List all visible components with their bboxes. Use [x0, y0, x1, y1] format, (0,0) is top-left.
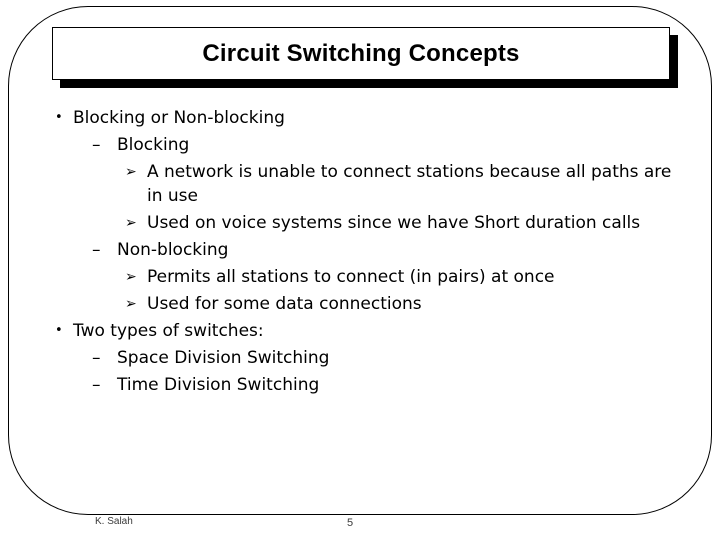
- bullet-marker-icon: –: [92, 135, 101, 155]
- bullet-text: Time Division Switching: [117, 375, 320, 395]
- bullet-marker-icon: •: [55, 110, 63, 125]
- bullet-marker-icon: –: [92, 348, 101, 368]
- bullet-item: – Time Division Switching: [92, 373, 720, 397]
- bullet-marker-icon: ➢: [125, 215, 137, 231]
- slide-title: Circuit Switching Concepts: [202, 39, 520, 67]
- bullet-list: • Blocking or Non-blocking – Blocking ➢ …: [0, 106, 720, 400]
- bullet-text: Space Division Switching: [117, 348, 330, 368]
- bullet-text: Permits all stations to connect (in pair…: [147, 267, 555, 287]
- bullet-item: ➢ Used on voice systems since we have Sh…: [125, 211, 720, 235]
- bullet-text: Used for some data connections: [147, 294, 422, 314]
- bullet-text: Non-blocking: [117, 240, 229, 260]
- bullet-text: Blocking or Non-blocking: [73, 108, 285, 128]
- slide-border: [8, 6, 712, 515]
- bullet-marker-icon: ➢: [125, 164, 137, 180]
- bullet-item: • Two types of switches:: [55, 319, 720, 343]
- bullet-marker-icon: ➢: [125, 296, 137, 312]
- footer-author: K. Salah: [95, 516, 133, 527]
- footer-page-number: 5: [346, 517, 354, 529]
- bullet-item: • Blocking or Non-blocking: [55, 106, 720, 130]
- title-box: Circuit Switching Concepts: [52, 27, 670, 80]
- bullet-marker-icon: •: [55, 323, 63, 338]
- bullet-item: – Non-blocking: [92, 238, 720, 262]
- bullet-marker-icon: –: [92, 240, 101, 260]
- bullet-item: ➢ Permits all stations to connect (in pa…: [125, 265, 720, 289]
- bullet-text: Two types of switches:: [73, 321, 264, 341]
- bullet-marker-icon: –: [92, 375, 101, 395]
- bullet-item: ➢ Used for some data connections: [125, 292, 720, 316]
- bullet-item: – Space Division Switching: [92, 346, 720, 370]
- bullet-text: A network is unable to connect stations …: [147, 162, 672, 206]
- bullet-marker-icon: ➢: [125, 269, 137, 285]
- bullet-text: Blocking: [117, 135, 190, 155]
- bullet-text: Used on voice systems since we have Shor…: [147, 213, 641, 233]
- bullet-item: ➢ A network is unable to connect station…: [125, 160, 720, 208]
- bullet-item: – Blocking: [92, 133, 720, 157]
